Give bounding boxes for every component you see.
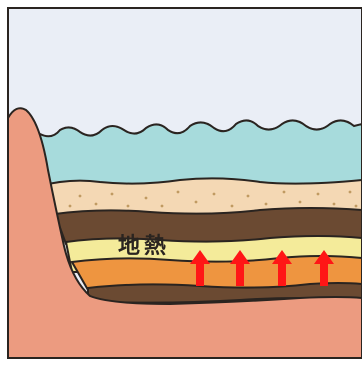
geothermal-label: 地熱: [118, 233, 170, 259]
